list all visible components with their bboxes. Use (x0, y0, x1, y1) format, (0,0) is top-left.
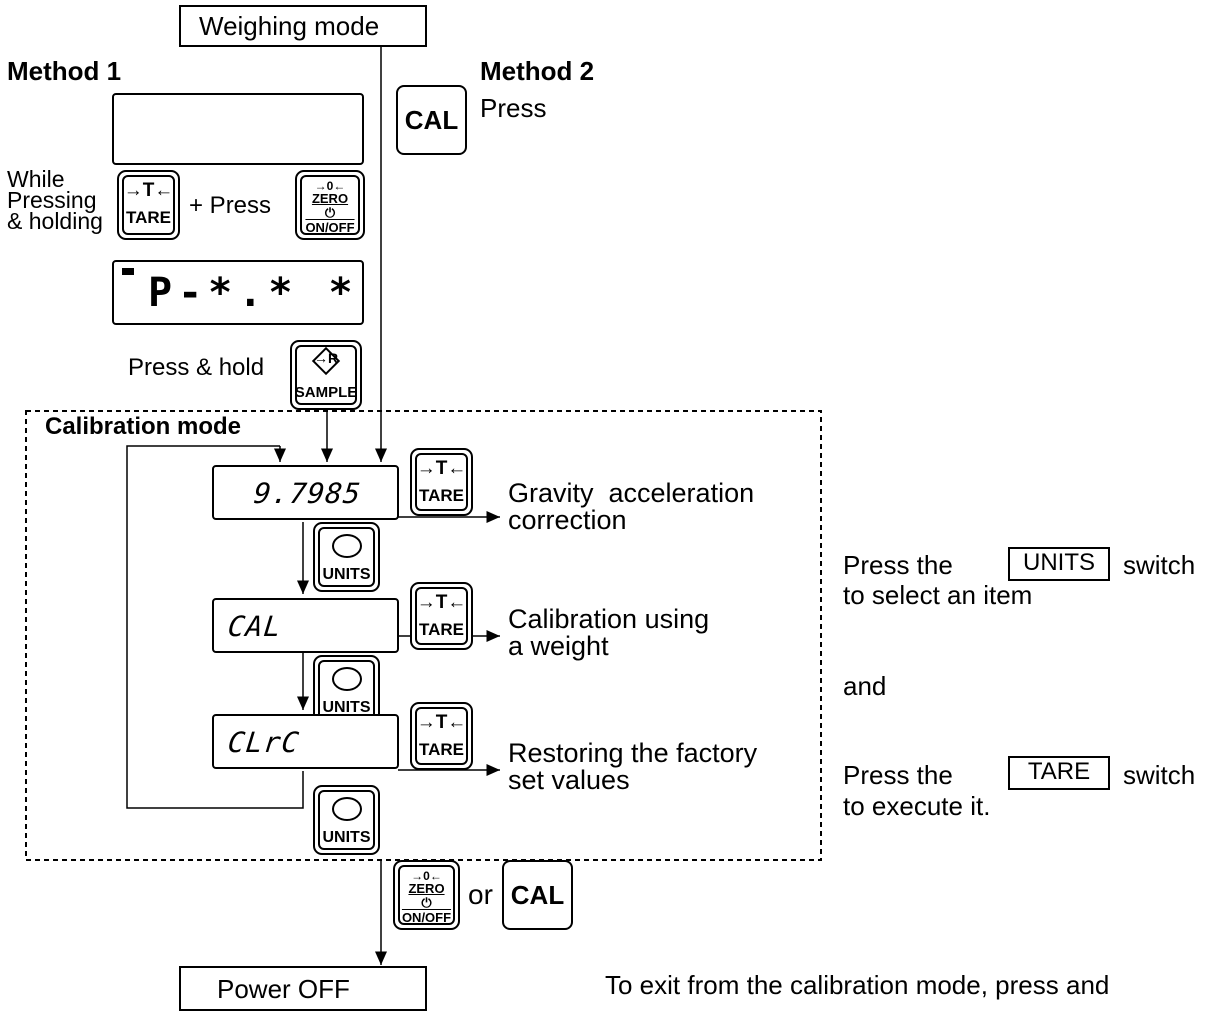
tare-key-3[interactable]: →T← TARE (410, 702, 473, 770)
exit-note: To exit from the calibration mode, press… (605, 970, 1110, 1000)
battery-icon (122, 268, 134, 275)
clrc-display: CLrC (212, 714, 399, 769)
units-key-3[interactable]: UNITS (313, 785, 380, 855)
press-hold-label: Press & hold (128, 354, 265, 381)
method2-title: Method 2 (480, 56, 595, 86)
power-icon: ⏻ (324, 205, 336, 220)
cal-key-exit[interactable]: CAL (502, 860, 573, 930)
method2-press-label: Press (480, 93, 547, 123)
weighing-mode-box: Weighing mode (179, 5, 427, 47)
cal-desc-2: a weight (508, 631, 609, 661)
onoff-label: ON/OFF (305, 220, 355, 235)
instr-press-the-1: Press the (843, 550, 953, 580)
cycle-icon (332, 667, 362, 691)
calibration-mode-title: Calibration mode (45, 413, 242, 440)
tare-key-1[interactable]: →T← TARE (410, 448, 473, 516)
p-display-text: P-*.* * (148, 270, 359, 316)
method1-title: Method 1 (7, 56, 122, 86)
cycle-icon (332, 534, 362, 558)
cal-desc-1: Calibration using (508, 604, 710, 634)
sample-key-label: SAMPLE (294, 384, 358, 401)
units-switch-label: UNITS (1008, 547, 1110, 581)
cal-key-method2[interactable]: CAL (396, 85, 467, 155)
clrc-display-text: CLrC (226, 726, 302, 759)
gravity-display-text: 9.7985 (252, 477, 363, 510)
gravity-desc-1: Gravity acceleration (508, 478, 755, 508)
cal-display-text: CAL (226, 610, 284, 643)
power-off-box: Power OFF (179, 966, 427, 1011)
tare-symbol-icon: →T← (123, 180, 174, 201)
tare-key[interactable]: →T← TARE (117, 170, 180, 240)
instr-select: to select an item (843, 580, 1033, 610)
weighing-mode-label: Weighing mode (199, 11, 380, 41)
instr-execute: to execute it. (843, 791, 991, 821)
gravity-display: 9.7985 (212, 465, 399, 520)
tare-key-label: TARE (125, 208, 171, 227)
instr-switch-1: switch (1123, 550, 1196, 580)
p-display: P-*.* * (112, 260, 364, 325)
cycle-icon (332, 797, 362, 821)
tare-key-2[interactable]: →T← TARE (410, 582, 473, 650)
sample-key[interactable]: →R SAMPLE (290, 340, 362, 410)
clrc-desc-2: set values (508, 765, 630, 795)
zero-onoff-key[interactable]: →0← ZERO ⏻ ON/OFF (295, 170, 365, 240)
while-line-3: & holding (7, 208, 103, 234)
while-line-1: While (7, 166, 65, 192)
exit-or: or (468, 879, 493, 910)
plus-press-label: + Press (189, 192, 272, 219)
clrc-desc-1: Restoring the factory (508, 738, 758, 768)
instr-and: and (843, 671, 887, 701)
power-off-label: Power OFF (217, 974, 350, 1004)
zero-symbol-icon: →0← (314, 179, 346, 193)
zero-onoff-exit-key[interactable]: →0← ZERO ⏻ ON/OFF (393, 860, 460, 930)
instr-switch-2: switch (1123, 760, 1196, 790)
zero-label: ZERO (311, 191, 349, 206)
blank-display (112, 93, 364, 165)
loop-line (126, 445, 304, 809)
gravity-desc-2: correction (508, 505, 627, 535)
instr-press-the-2: Press the (843, 760, 953, 790)
while-line-2: Pressing (7, 187, 97, 213)
power-icon: ⏻ (421, 895, 432, 910)
cal-display: CAL (212, 598, 399, 653)
tare-switch-label: TARE (1008, 756, 1110, 790)
units-key-1[interactable]: UNITS (313, 522, 380, 592)
